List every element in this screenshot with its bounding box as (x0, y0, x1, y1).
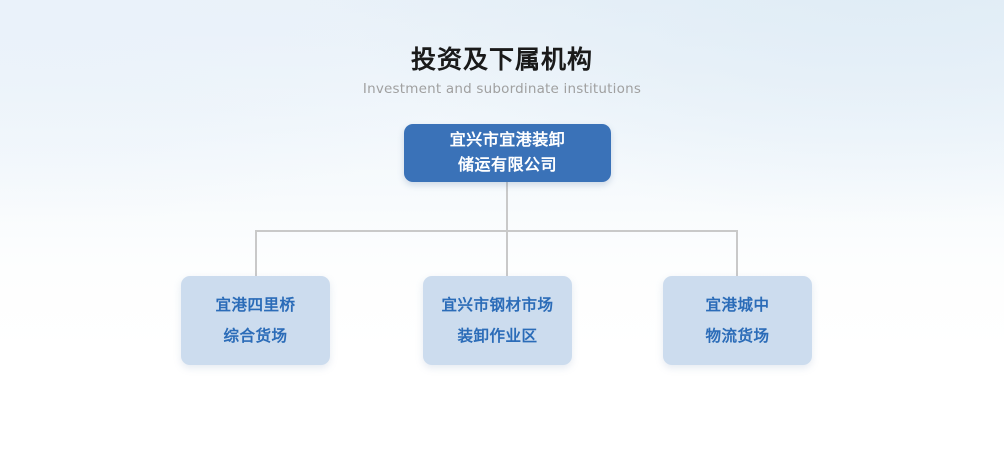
connector-horizontal-bus (255, 230, 738, 232)
org-node-child-2-line2: 装卸作业区 (457, 327, 538, 345)
page-subtitle: Investment and subordinate institutions (362, 81, 642, 97)
org-node-root-line2: 储运有限公司 (457, 157, 557, 174)
org-node-child-2-line1: 宜兴市钢材市场 (441, 296, 554, 314)
org-node-root-line1: 宜兴市宜港装卸 (449, 132, 566, 149)
org-node-child-1-line1: 宜港四里桥 (215, 296, 296, 314)
org-node-child-3[interactable]: 宜港城中 物流货场 (663, 276, 812, 365)
org-node-child-3-line1: 宜港城中 (705, 296, 770, 314)
page-title: 投资及下属机构 (410, 46, 593, 74)
connector-root-stem (506, 182, 508, 276)
org-node-root[interactable]: 宜兴市宜港装卸 储运有限公司 (404, 124, 611, 182)
page-header: 投资及下属机构 Investment and subordinate insti… (0, 44, 1004, 98)
org-node-child-1-line2: 综合货场 (223, 327, 288, 345)
connector-branch-3 (736, 230, 738, 276)
org-node-child-3-line2: 物流货场 (705, 327, 770, 345)
connector-branch-1 (255, 230, 257, 276)
org-node-child-2[interactable]: 宜兴市钢材市场 装卸作业区 (423, 276, 572, 365)
org-node-child-1[interactable]: 宜港四里桥 综合货场 (181, 276, 330, 365)
